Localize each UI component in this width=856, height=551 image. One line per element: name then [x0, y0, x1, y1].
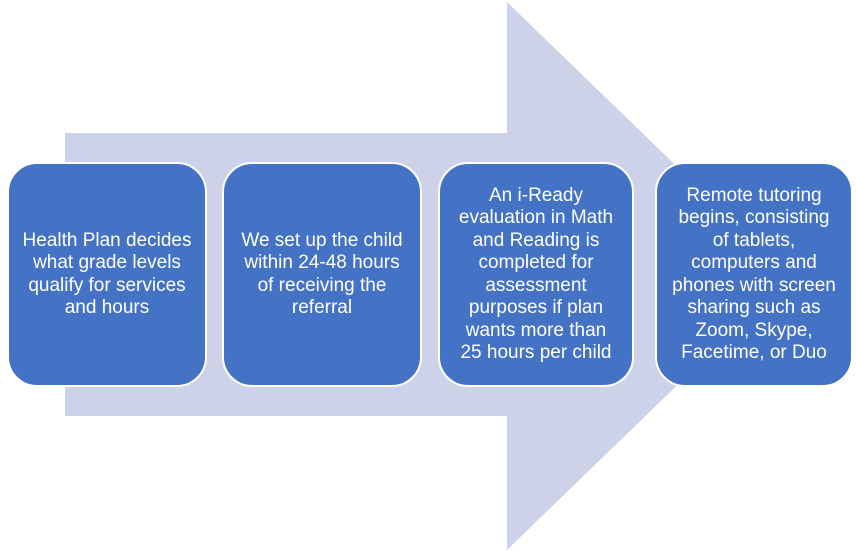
process-step-text-2: We set up the child within 24-48 hours o…	[241, 229, 403, 319]
process-step-box-3: An i-Ready evaluation in Math and Readin…	[438, 162, 634, 387]
process-step-box-1: Health Plan decides what grade levels qu…	[7, 162, 207, 387]
process-step-text-3: An i-Ready evaluation in Math and Readin…	[458, 184, 614, 364]
right-arrow-shape	[65, 2, 790, 550]
process-step-text-1: Health Plan decides what grade levels qu…	[22, 229, 192, 319]
process-step-box-4: Remote tutoring begins, consisting of ta…	[655, 162, 853, 387]
process-step-box-2: We set up the child within 24-48 hours o…	[222, 162, 422, 387]
process-step-text-4: Remote tutoring begins, consisting of ta…	[672, 184, 836, 364]
